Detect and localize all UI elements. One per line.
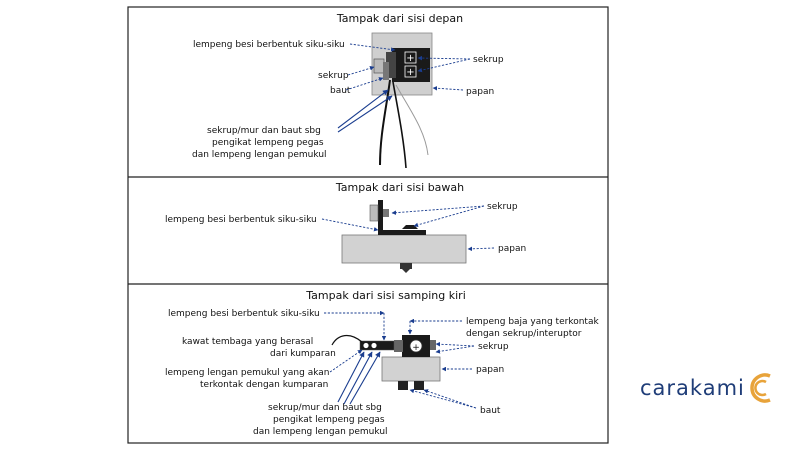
copper-wire [331,335,363,346]
side-label-bracket: lempeng besi berbentuk siku-siku [168,309,320,319]
side-pointer-bolt-2 [423,389,477,409]
side-pointer-note-2 [343,351,373,405]
panel-side-title: Tampak dari sisi samping kiri [305,289,466,302]
brand-logo-mark [750,373,771,403]
bottom-label-screw: sekrup [487,202,518,212]
interrupter-side-left [394,340,403,352]
panel-bottom: Tampak dari sisi bawah lempeng besi berb… [165,181,526,273]
front-pointer-board [432,86,464,91]
panel-bottom-title: Tampak dari sisi bawah [335,181,464,194]
hammer-arm-screw-1 [363,342,369,349]
side-label-copper-line2: dari kumparan [270,349,336,359]
brand-logo: carakami [640,373,771,403]
bracket-bottom-vertical [378,200,383,235]
front-pointer-screw-right-2 [417,58,471,73]
front-label-board: papan [466,87,494,97]
front-label-screw-left: sekrup [318,71,349,81]
nut-bottom [400,263,412,269]
wire-black [379,79,391,166]
panel-side: Tampak dari sisi samping kiri + lempeng … [165,289,599,437]
screw-bottom-bracket-shaft [383,209,389,217]
bottom-label-bracket: lempeng besi berbentuk siku-siku [165,215,317,225]
nut-side-left [398,381,408,390]
nut-bottom-tip [402,269,410,273]
screw-left-front [373,58,385,74]
hammer-arm-screw-2 [371,342,377,349]
board-side [381,356,441,382]
side-label-steel-line2: dengan sekrup/interuptor [466,329,582,339]
bottom-pointer-bracket [321,218,379,232]
side-pointer-screw-1 [435,341,475,347]
side-pointer-note-1 [337,351,365,403]
screw-head-bottom [404,65,417,78]
side-label-note-line2: pengikat lempeng pegas [273,415,385,425]
screw-bottom-bracket [369,204,379,222]
brand-name: carakami [640,376,745,400]
side-label-copper-line1: kawat tembaga yang berasal [182,337,313,347]
bottom-pointer-screw-1 [391,205,485,215]
side-label-note-line1: sekrup/mur dan baut sbg [268,403,382,413]
side-pointer-note-3 [349,351,381,405]
bottom-pointer-board [467,246,495,252]
front-label-note-line2: pengikat lempeng pegas [212,138,324,148]
interrupter-screw [409,339,423,353]
wire-gray [395,84,429,156]
front-pointer-note-1 [337,89,389,129]
side-label-arm-line2: terkontak dengan kumparan [200,380,328,390]
front-pointer-note-2 [337,95,393,133]
side-label-board: papan [476,365,504,375]
front-label-note-line3: dan lempeng lengan pemukul [192,150,327,160]
bottom-pointer-screw-2 [413,205,485,228]
front-label-bracket: lempeng besi berbentuk siku-siku [193,40,345,50]
side-label-steel-line1: lempeng baja yang terkontak [466,317,599,327]
side-pointer-screw-2 [435,345,475,354]
side-pointer-arm [329,349,363,373]
screw-head-top [404,51,417,64]
front-label-screw-right: sekrup [473,55,504,65]
bolt-front [383,62,389,80]
front-pointer-bolt [345,77,384,91]
screw-head-top-cross: + [406,53,414,64]
board-bottom [341,234,467,264]
side-label-arm-line1: lempeng lengan pemukul yang akan [165,368,330,378]
panel-front-title: Tampak dari sisi depan [336,12,463,25]
front-pointer-screw-right-1 [417,55,471,61]
diagram-frame [127,6,609,444]
front-pointer-screw-left [347,66,375,76]
interrupter-screw-cross: + [412,343,420,353]
bracket-front-inner [386,52,396,78]
side-label-note-line3: dan lempeng lengan pemukul [253,427,388,437]
panel-front: Tampak dari sisi depan + + lempeng besi … [192,12,504,169]
wire-black-2 [392,81,407,169]
brand-logo-mark-inner [754,379,767,397]
side-label-bolt: baut [480,406,501,416]
side-pointer-bolt-1 [409,388,477,409]
bracket-bottom-horizontal [378,230,426,235]
hammer-arm [359,340,395,351]
front-label-bolt: baut [330,86,351,96]
interrupter-side-right [430,340,436,350]
bottom-label-board: papan [498,244,526,254]
side-label-screw: sekrup [478,342,509,352]
nut-side-right [414,381,424,390]
front-label-note-line1: sekrup/mur dan baut sbg [207,126,321,136]
screw-head-bottom-cross: + [406,67,414,78]
